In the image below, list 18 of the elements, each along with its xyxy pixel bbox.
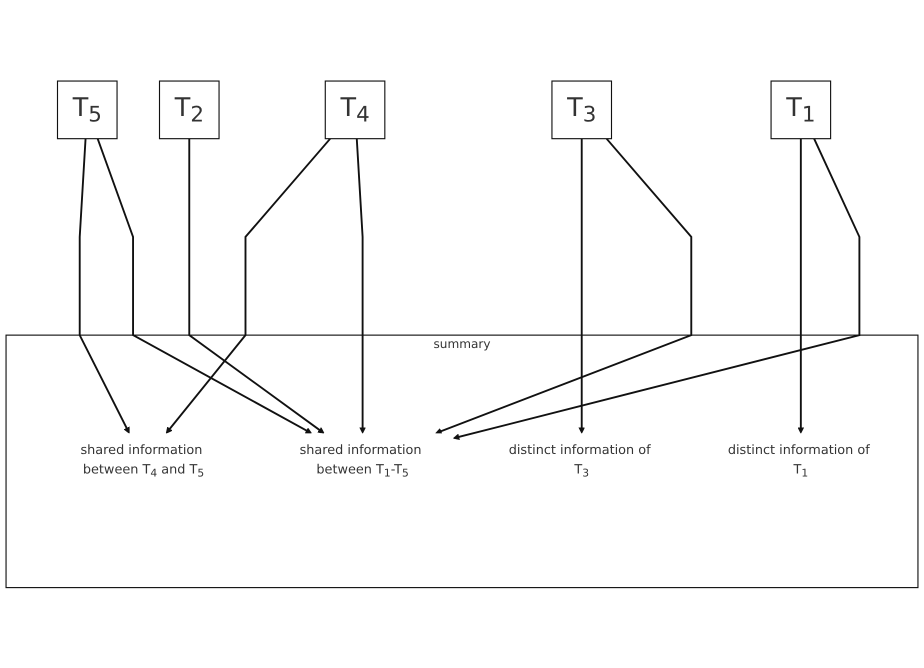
node-box: T$_{2}$ (158, 80, 220, 139)
arrow (78, 138, 130, 434)
arrow (188, 138, 324, 434)
arrow (166, 138, 331, 434)
node-box: T$_{4}$ (324, 80, 386, 139)
node-box: T$_{5}$ (56, 80, 118, 139)
arrow (96, 138, 312, 434)
node-box: T$_{1}$ (770, 80, 832, 139)
node-box: T$_{3}$ (551, 80, 612, 139)
arrow (356, 138, 366, 434)
arrow (435, 138, 692, 434)
node-text: distinct information of T$_{3}$ (508, 442, 651, 480)
arrow (578, 138, 586, 434)
node-text: shared information between T$_{1}$-T$_{5}$ (300, 442, 422, 480)
arrow (452, 138, 860, 440)
node-text: distinct information of T$_{1}$ (728, 442, 870, 480)
arrow (798, 138, 804, 434)
node-text: shared information between T$_{4}$ and T$_{5}$ (80, 442, 204, 480)
